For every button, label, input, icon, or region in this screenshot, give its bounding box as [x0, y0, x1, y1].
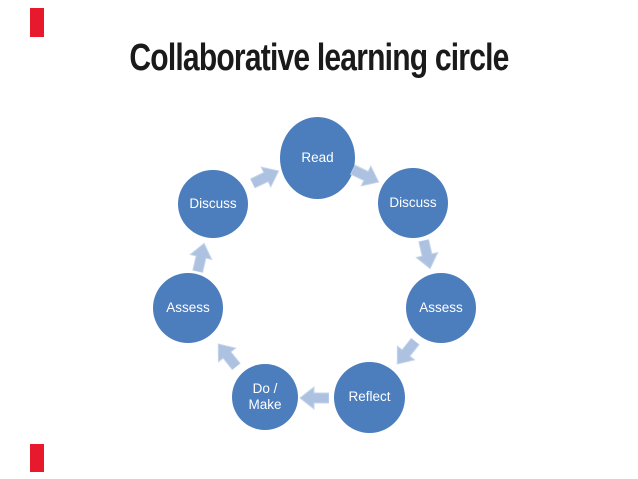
cycle-node-reflect: Reflect: [334, 362, 405, 433]
node-label: Reflect: [348, 389, 391, 405]
node-label: Discuss: [389, 194, 437, 210]
flow-arrow-icon: [247, 160, 284, 195]
page-title: Collaborative learning circle: [129, 36, 509, 79]
flow-arrow-icon: [208, 336, 245, 374]
node-label: Read: [301, 149, 334, 165]
cycle-node-assess-left: Assess: [153, 273, 223, 343]
node-label: Assess: [419, 299, 463, 315]
flow-arrow-icon: [412, 238, 442, 273]
flow-arrow-icon: [299, 386, 329, 410]
flow-arrow-icon: [387, 334, 424, 372]
red-accent-bar-top: [30, 8, 44, 37]
cycle-node-assess-right: Assess: [406, 273, 476, 343]
cycle-node-read: Read: [280, 117, 355, 199]
node-label: Discuss: [189, 195, 237, 211]
flow-arrow-icon: [186, 240, 216, 275]
node-label: Assess: [166, 299, 210, 315]
node-label: Do / Make: [248, 380, 282, 412]
flow-arrow-icon: [347, 159, 384, 194]
title-container: Collaborative learning circle: [0, 30, 638, 86]
cycle-node-discuss-left: Discuss: [178, 170, 248, 238]
cycle-node-do-make: Do / Make: [232, 364, 298, 430]
red-accent-bar-bottom: [30, 444, 44, 472]
cycle-node-discuss-right: Discuss: [378, 168, 448, 238]
